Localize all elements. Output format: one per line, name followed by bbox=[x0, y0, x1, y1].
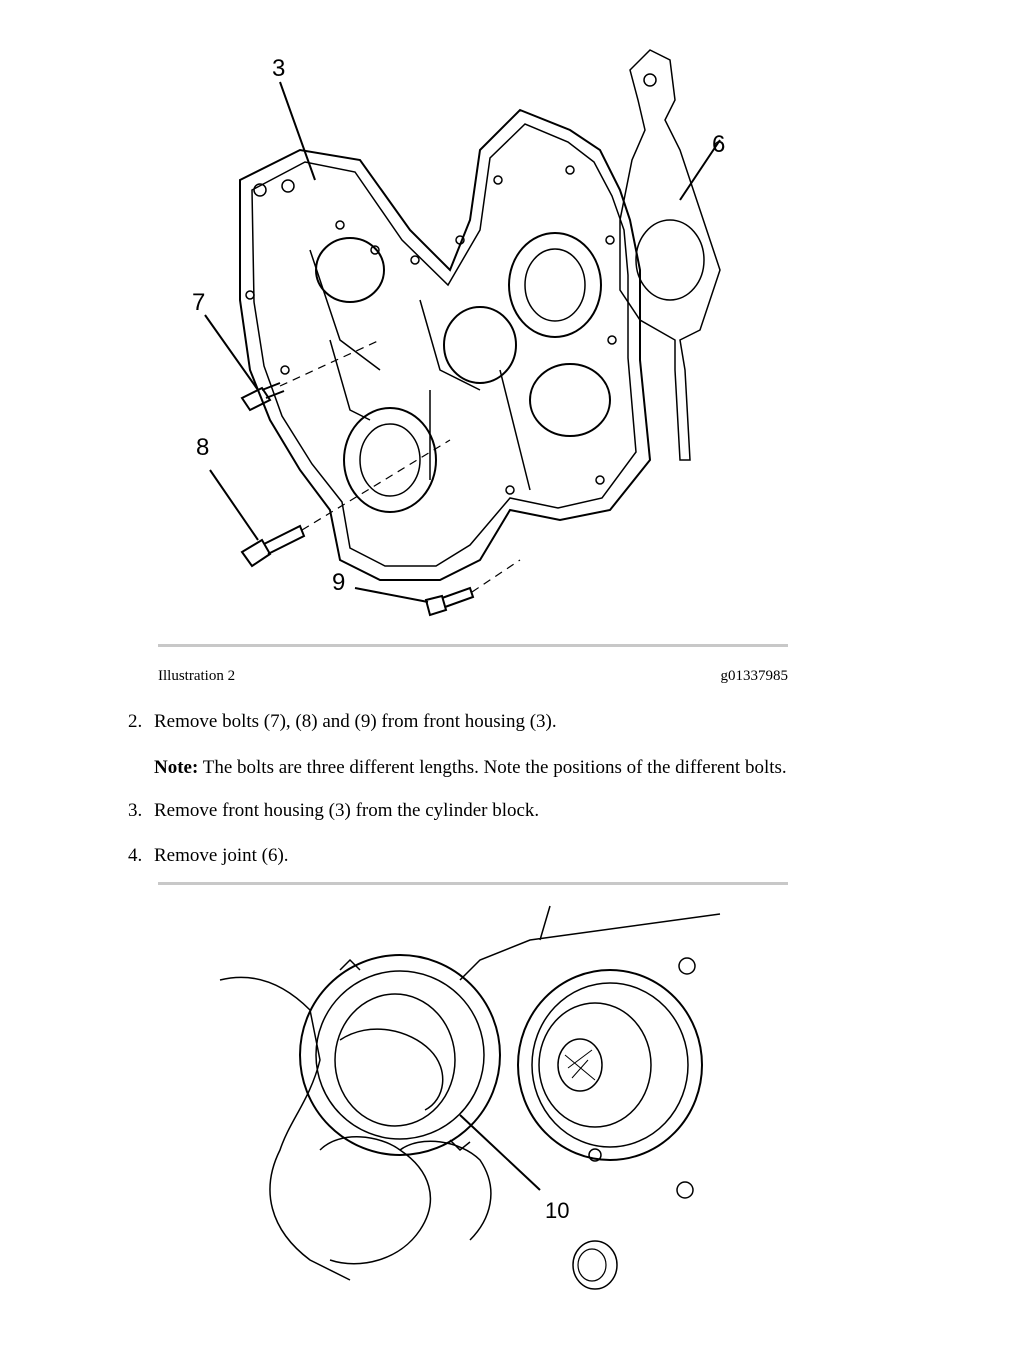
step-4: 4. Remove joint (6). bbox=[128, 845, 289, 867]
step-number: 2. bbox=[128, 711, 143, 732]
caption-id: g01337985 bbox=[720, 668, 789, 684]
bolt-9 bbox=[424, 586, 475, 617]
step-3: 3. Remove front housing (3) from the cyli… bbox=[128, 800, 539, 822]
step-number: 4. bbox=[128, 845, 143, 866]
seal-removal-illustration: 10 bbox=[219, 905, 721, 1290]
callout-10: 10 bbox=[545, 1198, 569, 1223]
callout-6: 6 bbox=[712, 131, 725, 158]
bolt-8 bbox=[240, 524, 306, 568]
step-text: Remove joint (6). bbox=[154, 845, 289, 866]
bore-lower-right bbox=[529, 363, 611, 437]
callout-3: 3 bbox=[272, 55, 285, 82]
joint-gasket bbox=[619, 49, 721, 461]
housing-flange bbox=[251, 123, 637, 567]
step-text: Remove front housing (3) from the cylind… bbox=[154, 800, 540, 821]
callout-8: 8 bbox=[196, 434, 209, 461]
hand bbox=[219, 976, 492, 1281]
step-text: Remove bolts (7), (8) and (9) from front… bbox=[154, 711, 557, 732]
bolt-7 bbox=[240, 382, 285, 412]
step-2: 2. Remove bolts (7), (8) and (9) from fro… bbox=[128, 711, 557, 733]
front-housing-illustration: 3 6 7 8 9 bbox=[192, 49, 725, 617]
illustration-caption: Illustration 2 g01337985 bbox=[158, 668, 788, 685]
callout-9: 9 bbox=[332, 569, 345, 596]
seal-plate-10 bbox=[299, 954, 501, 1156]
note-text: The bolts are three different lengths. N… bbox=[202, 757, 787, 778]
caption-label: Illustration 2 bbox=[158, 668, 236, 684]
bore-upper-left bbox=[315, 237, 385, 303]
illustration-divider bbox=[158, 882, 788, 885]
step-number: 3. bbox=[128, 800, 143, 821]
bore-right bbox=[508, 232, 602, 338]
note-label: Note: bbox=[154, 757, 199, 778]
bore-center bbox=[443, 306, 517, 384]
note: Note: The bolts are three different leng… bbox=[154, 757, 787, 779]
callout-7: 7 bbox=[192, 289, 205, 316]
crank-seal-bore bbox=[343, 407, 437, 513]
caption-divider-top bbox=[158, 644, 788, 647]
housing-bore bbox=[517, 969, 703, 1161]
housing-outline bbox=[239, 108, 652, 581]
